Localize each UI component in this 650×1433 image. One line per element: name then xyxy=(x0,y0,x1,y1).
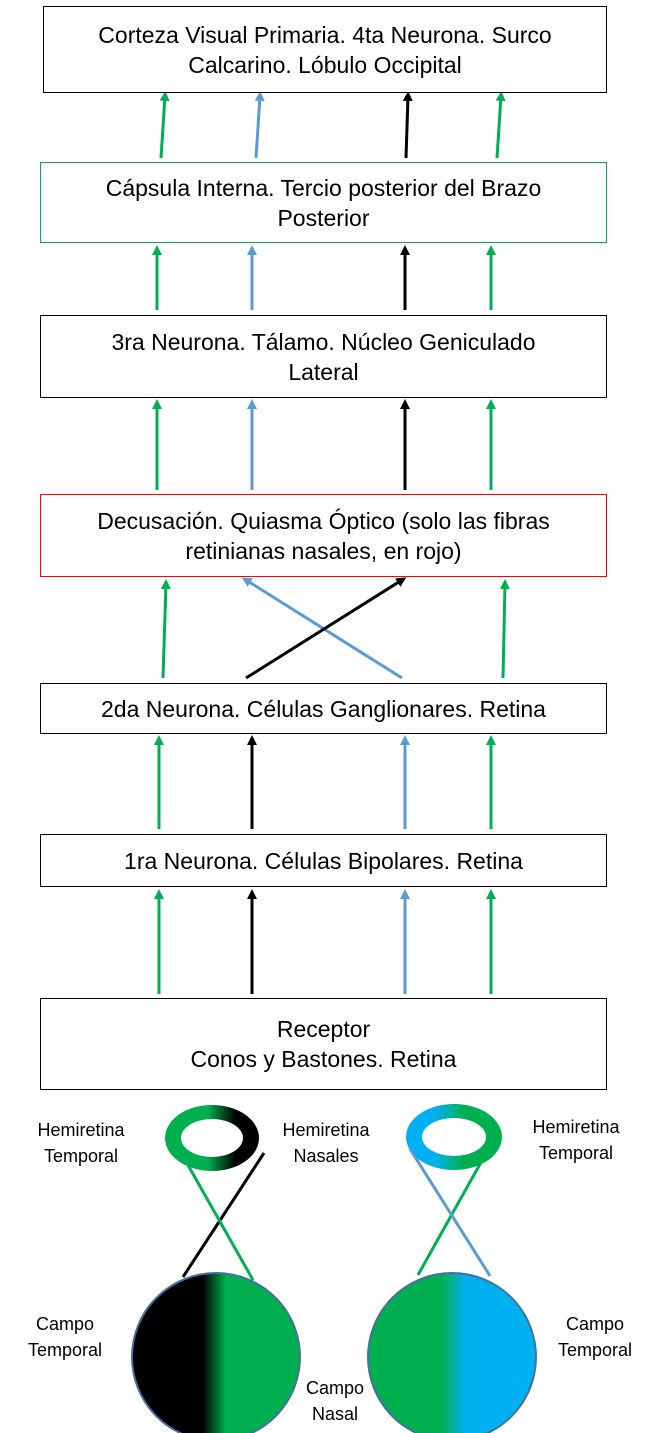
ganglion-line1: 2da Neurona. Células Ganglionares. Retin… xyxy=(101,695,546,722)
arrows-bipolar-to-ganglion xyxy=(154,735,496,829)
thalamus-line2: Lateral xyxy=(288,358,359,385)
arrow-blue xyxy=(254,91,265,159)
left-visual-field xyxy=(131,1272,301,1433)
receptor-line2: Conos y Bastones. Retina xyxy=(190,1046,457,1072)
cortex-line2: Calcarino. Lóbulo Occipital xyxy=(188,51,462,78)
left-projection-lines xyxy=(178,1150,266,1281)
label-hemiretina-nasales: Hemiretina Nasales xyxy=(282,1120,370,1166)
capsule-box: Cápsula Interna. Tercio posterior del Br… xyxy=(40,162,607,243)
right-visual-field xyxy=(367,1272,537,1433)
receptor-box: Receptor Conos y Bastones. Retina xyxy=(40,998,607,1090)
label-campo-temporal-left: Campo Temporal xyxy=(27,1314,103,1360)
arrow-black xyxy=(245,577,407,680)
capsule-line1: Cápsula Interna. Tercio posterior del Br… xyxy=(105,174,542,201)
arrows-chiasm-to-thalamus xyxy=(152,399,496,490)
label-hemiretina-temporal-right: Hemiretina Temporal xyxy=(532,1117,620,1163)
arrow-green xyxy=(495,91,506,159)
label-campo-temporal-right: Campo Temporal xyxy=(557,1314,633,1360)
arrow-green xyxy=(159,91,170,159)
arrows-receptor-to-bipolar xyxy=(154,889,496,994)
chiasm-line1: Decusación. Quiasma Óptico (solo las fib… xyxy=(97,507,550,534)
cortex-box: Corteza Visual Primaria. 4ta Neurona. Su… xyxy=(43,6,607,93)
right-projection-lines xyxy=(408,1147,492,1277)
chiasm-box: Decusación. Quiasma Óptico (solo las fib… xyxy=(40,494,607,577)
label-hemiretina-temporal-left: Hemiretina Temporal xyxy=(37,1120,125,1166)
chiasm-line2: retinianas nasales, en rojo) xyxy=(185,537,462,564)
arrows-ganglion-to-chiasm xyxy=(160,577,510,680)
thalamus-line1: 3ra Neurona. Tálamo. Núcleo Geniculado xyxy=(111,328,536,355)
label-campo-nasal: Campo Nasal xyxy=(305,1378,365,1424)
bipolar-line1: 1ra Neurona. Células Bipolares. Retina xyxy=(124,847,523,874)
thalamus-box: 3ra Neurona. Tálamo. Núcleo Geniculado L… xyxy=(40,315,607,398)
arrow-green xyxy=(499,579,510,679)
arrow-green xyxy=(160,579,171,679)
capsule-line2: Posterior xyxy=(277,204,370,231)
right-eye-retina xyxy=(406,1104,502,1170)
arrows-capsule-to-cortex xyxy=(159,91,506,159)
left-eye-retina xyxy=(165,1105,259,1171)
cortex-line1: Corteza Visual Primaria. 4ta Neurona. Su… xyxy=(98,21,552,48)
arrow-black xyxy=(402,91,413,159)
receptor-line1: Receptor xyxy=(276,1016,371,1042)
arrows-thalamus-to-capsule xyxy=(152,245,496,310)
bipolar-box: 1ra Neurona. Células Bipolares. Retina xyxy=(40,834,607,887)
ganglion-box: 2da Neurona. Células Ganglionares. Retin… xyxy=(40,683,607,734)
